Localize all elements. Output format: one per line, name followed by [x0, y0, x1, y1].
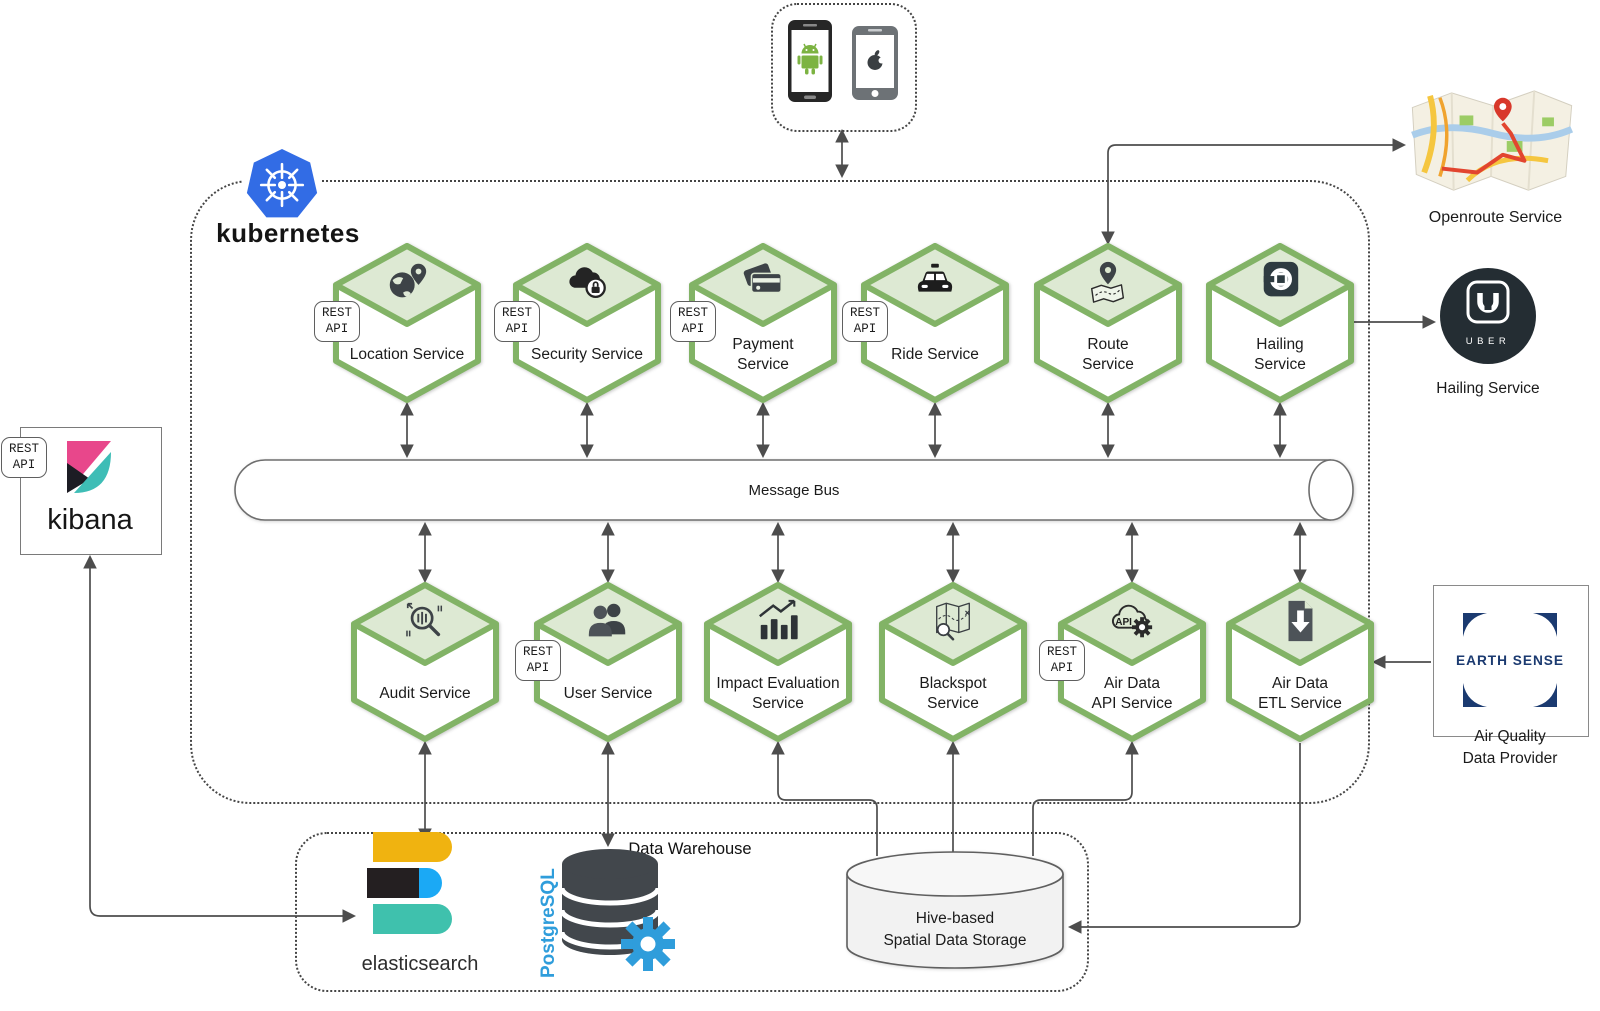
service-label: Blackspot Service [919, 674, 987, 712]
elasticsearch-logo-icon [363, 828, 473, 938]
service-label: Air Data ETL Service [1258, 674, 1342, 712]
postgresql-logo-icon [556, 840, 680, 976]
earthsense-logo-icon: EARTH SENSE [1447, 601, 1573, 719]
file-download-icon [1277, 598, 1323, 644]
service-node-security-service: Security Service [512, 242, 662, 404]
kibana-logo-icon [66, 441, 112, 497]
map-magnifier-icon [930, 598, 976, 644]
rest-api-tag: REST API [1039, 640, 1085, 681]
audit-magnifier-icon [402, 598, 448, 644]
svg-text:UBER: UBER [1466, 336, 1510, 347]
credit-cards-icon [740, 259, 786, 305]
openroute-label: Openroute Service [1428, 209, 1563, 226]
service-label: User Service [563, 684, 653, 702]
svg-text:API: API [1115, 617, 1132, 628]
service-node-payment-service: Payment Service [688, 242, 838, 404]
rest-api-tag: REST API [842, 301, 888, 342]
hive-storage-label: Hive-based Spatial Data Storage [883, 909, 1027, 949]
bar-chart-icon [755, 598, 801, 644]
service-label: Impact Evaluation Service [716, 674, 840, 712]
kubernetes-logo-icon [242, 146, 322, 224]
uber-hailing-label: Hailing Service [1436, 380, 1540, 397]
rest-api-tag: REST API [1, 437, 47, 478]
service-node-hailing-service: Hailing Service [1205, 242, 1355, 404]
service-node-location-service: Location Service [332, 242, 482, 404]
svg-text:EARTH SENSE: EARTH SENSE [1456, 652, 1564, 668]
openroute-map-icon [1408, 84, 1576, 202]
users-icon [585, 598, 631, 644]
service-label: Hailing Service [1254, 335, 1306, 373]
service-label: Payment Service [732, 335, 794, 373]
rest-api-tag: REST API [314, 301, 360, 342]
kubernetes-label: kubernetes [216, 218, 360, 248]
rest-api-tag: REST API [515, 640, 561, 681]
kibana-label: kibana [47, 504, 133, 536]
mobile-clients [788, 18, 900, 114]
rest-api-tag: REST API [494, 301, 540, 342]
service-label: Air Data API Service [1091, 674, 1173, 712]
cloud-api-gear-icon: API [1109, 598, 1155, 644]
service-node-impact-evaluation-service: Impact Evaluation Service [703, 581, 853, 743]
apple-phone-icon [852, 26, 898, 100]
service-label: Route Service [1082, 335, 1134, 373]
service-label: Audit Service [379, 684, 471, 702]
service-node-audit-service: Audit Service [350, 581, 500, 743]
service-label: Ride Service [891, 345, 979, 363]
android-phone-icon [788, 20, 832, 102]
uber-logo-icon: UBER [1438, 266, 1538, 366]
map-pin-icon [1085, 259, 1131, 305]
hive-storage-cylinder [842, 848, 1068, 976]
cloud-lock-icon [564, 259, 610, 305]
message-bus-label: Message Bus [748, 481, 840, 499]
earthsense-label: Air Quality Data Provider [1462, 728, 1558, 768]
globe-pin-icon [384, 259, 430, 305]
service-node-user-service: User Service [533, 581, 683, 743]
taxi-icon [912, 259, 958, 305]
postgresql-label: PostgreSQL [538, 868, 559, 978]
earthsense-box [1433, 585, 1589, 737]
service-node-blackspot-service: Blackspot Service [878, 581, 1028, 743]
elasticsearch-label: elasticsearch [361, 953, 479, 975]
service-label: Security Service [531, 345, 643, 363]
service-label: Location Service [349, 345, 465, 363]
service-node-air-data-etl-service: Air Data ETL Service [1225, 581, 1375, 743]
service-node-route-service: Route Service [1033, 242, 1183, 404]
message-bus: Message Bus [231, 458, 1357, 522]
rest-api-tag: REST API [670, 301, 716, 342]
service-node-ride-service: Ride Service [860, 242, 1010, 404]
uber-app-icon [1257, 259, 1303, 305]
service-node-air-data-api-service: API Air Data API Service [1057, 581, 1207, 743]
